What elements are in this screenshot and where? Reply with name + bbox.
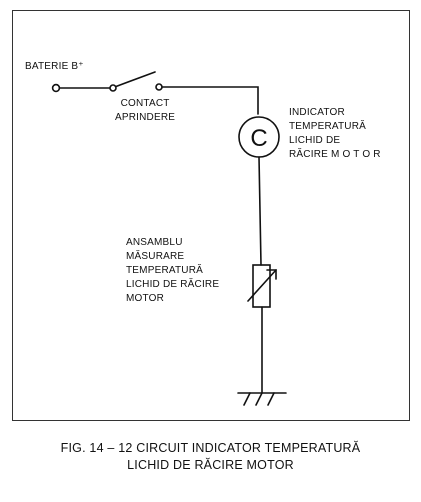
ignition-switch-label-line-2: APRINDERE — [115, 112, 176, 123]
switch-fixed-contact — [155, 83, 163, 91]
battery-terminal — [51, 83, 61, 93]
ignition-switch-label-line-1: CONTACT — [120, 98, 170, 109]
indicator-label-line-1: INDICATOR — [289, 107, 345, 118]
sensor-variable-arrow — [247, 269, 277, 302]
sensor-label-line-3: TEMPERATURĂ — [126, 265, 204, 276]
switch-pivot-contact — [109, 84, 117, 92]
main-supply-wire — [161, 86, 259, 115]
ignition-switch-label: CONTACT APRINDERE — [115, 97, 175, 125]
ground-hatch-1 — [243, 392, 251, 406]
indicator-label-line-2: TEMPERATURĂ — [289, 121, 367, 132]
sensor-label: ANSAMBLU MĂSURARE TEMPERATURĂ LICHID DE … — [126, 236, 219, 306]
gauge-letter-label: C — [250, 125, 267, 152]
diagram-frame — [12, 10, 410, 421]
indicator-label-line-3: LICHID DE — [289, 135, 341, 146]
indicator-label-line-4: RĂCIRE M O T O R — [289, 149, 381, 160]
gauge-to-sensor-wire — [258, 156, 262, 266]
sensor-label-line-4: LICHID DE RĂCIRE — [126, 279, 220, 290]
switch-blade — [115, 71, 156, 88]
ground-hatch-2 — [255, 392, 263, 406]
ground-hatch-3 — [267, 392, 275, 406]
battery-label-text: BATERIE B⁺ — [25, 61, 84, 72]
figure-caption-line-2: LICHID DE RĂCIRE MOTOR — [127, 458, 294, 472]
sensor-label-line-5: MOTOR — [126, 293, 165, 304]
sensor-label-line-1: ANSAMBLU — [126, 237, 183, 248]
figure-caption-line-1: FIG. 14 – 12 CIRCUIT INDICATOR TEMPERATU… — [60, 441, 361, 455]
indicator-label: INDICATOR TEMPERATURĂ LICHID DE RĂCIRE M… — [289, 106, 381, 162]
sensor-arrow-head — [266, 269, 277, 280]
sensor-label-line-2: MĂSURARE — [126, 251, 185, 262]
battery-label: BATERIE B⁺ — [25, 60, 84, 74]
